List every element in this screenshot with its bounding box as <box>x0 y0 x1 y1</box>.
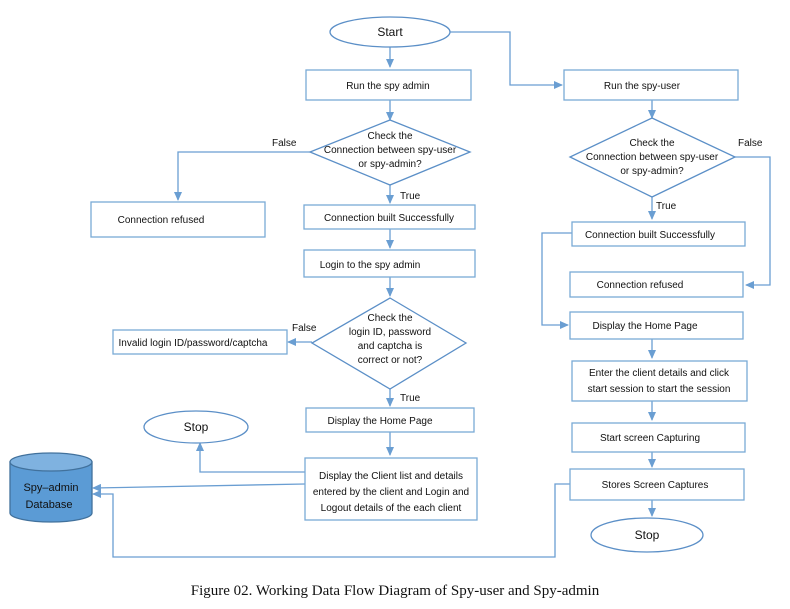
edge-client-list-to-database <box>92 483 306 492</box>
stop-user-label: Stop <box>635 528 660 542</box>
label-true-conn-admin: True <box>400 191 421 202</box>
edge-built-user-to-home-user <box>541 232 572 329</box>
check-conn-admin-line-2: Connection between spy-user <box>324 145 457 156</box>
conn-refused-admin-label: Connection refused <box>118 215 205 226</box>
check-conn-user-line-1: Check the <box>629 138 674 149</box>
edge-start-to-run-user <box>450 31 563 89</box>
check-login-line-2: login ID, password <box>349 327 431 338</box>
client-list-line-2: entered by the client and Login and <box>313 487 469 498</box>
conn-built-admin-label: Connection built Successfully <box>324 213 454 224</box>
check-login-line-4: correct or not? <box>358 355 423 366</box>
client-details-line-2: start session to start the session <box>588 384 731 395</box>
database-line-1: Spy–admin <box>23 482 78 494</box>
home-admin-node: Display the Home Page <box>305 407 475 433</box>
edge-client-list-to-stop <box>196 442 305 473</box>
label-true-conn-user: True <box>656 201 677 212</box>
database-node: Spy–admin Database <box>9 452 93 523</box>
check-login-line-3: and captcha is <box>358 341 423 352</box>
check-conn-admin-line-1: Check the <box>367 131 412 142</box>
stores-captures-node: Stores Screen Captures <box>569 468 745 501</box>
run-user-node: Run the spy-user <box>563 69 739 101</box>
run-admin-label: Run the spy admin <box>346 81 429 92</box>
edge-labels: False True False True False True <box>272 138 763 404</box>
start-label: Start <box>377 25 403 39</box>
run-user-label: Run the spy-user <box>604 81 681 92</box>
figure-caption: Figure 02. Working Data Flow Diagram of … <box>190 583 600 599</box>
database-line-2: Database <box>25 499 72 511</box>
check-conn-user-line-3: or spy-admin? <box>620 166 684 177</box>
client-list-node: Display the Client list and details ente… <box>304 457 478 521</box>
label-false-conn-admin: False <box>272 138 297 149</box>
database-top <box>9 452 93 472</box>
start-node: Start <box>329 16 451 48</box>
edge-stores-to-database <box>92 483 570 558</box>
edge-check-to-refused-admin <box>174 151 310 201</box>
home-user-label: Display the Home Page <box>592 321 697 332</box>
stop-node-admin: Stop <box>143 410 249 444</box>
label-false-conn-user: False <box>738 138 763 149</box>
home-admin-label: Display the Home Page <box>327 416 432 427</box>
label-true-login: True <box>400 393 421 404</box>
database-cylinder <box>9 461 93 523</box>
conn-built-user-label: Connection built Successfully <box>585 230 715 241</box>
conn-refused-user-label: Connection refused <box>597 280 684 291</box>
home-user-node: Display the Home Page <box>569 311 744 340</box>
check-connection-admin-decision: Check the Connection between spy-user or… <box>308 119 472 186</box>
invalid-login-node: Invalid login ID/password/captcha <box>112 329 288 355</box>
check-conn-user-line-2: Connection between spy-user <box>586 152 719 163</box>
edge-check-user-to-refused-user <box>735 156 771 289</box>
client-list-line-1: Display the Client list and details <box>319 471 463 482</box>
check-conn-admin-line-3: or spy-admin? <box>358 159 422 170</box>
stop-admin-label: Stop <box>184 420 209 434</box>
screen-capture-label: Start screen Capturing <box>600 433 700 444</box>
invalid-login-label: Invalid login ID/password/captcha <box>119 338 268 349</box>
conn-built-user-node: Connection built Successfully <box>571 221 746 247</box>
edges <box>92 31 771 558</box>
stores-captures-label: Stores Screen Captures <box>602 480 709 491</box>
login-admin-node: Login to the spy admin <box>303 249 476 278</box>
conn-built-admin-node: Connection built Successfully <box>303 204 476 230</box>
check-login-line-1: Check the <box>367 313 412 324</box>
run-admin-node: Run the spy admin <box>305 69 472 101</box>
stop-node-user: Stop <box>590 517 704 553</box>
label-false-login: False <box>292 323 317 334</box>
client-list-line-3: Logout details of the each client <box>321 503 462 514</box>
conn-refused-admin-node: Connection refused <box>90 201 266 238</box>
login-admin-label: Login to the spy admin <box>320 260 421 271</box>
client-details-line-1: Enter the client details and click <box>589 368 730 379</box>
screen-capture-node: Start screen Capturing <box>571 422 746 453</box>
client-details-node: Enter the client details and click start… <box>571 360 748 402</box>
check-login-decision: Check the login ID, password and captcha… <box>310 297 468 390</box>
check-connection-user-decision: Check the Connection between spy-user or… <box>568 117 737 198</box>
conn-refused-user-node: Connection refused <box>569 271 744 298</box>
